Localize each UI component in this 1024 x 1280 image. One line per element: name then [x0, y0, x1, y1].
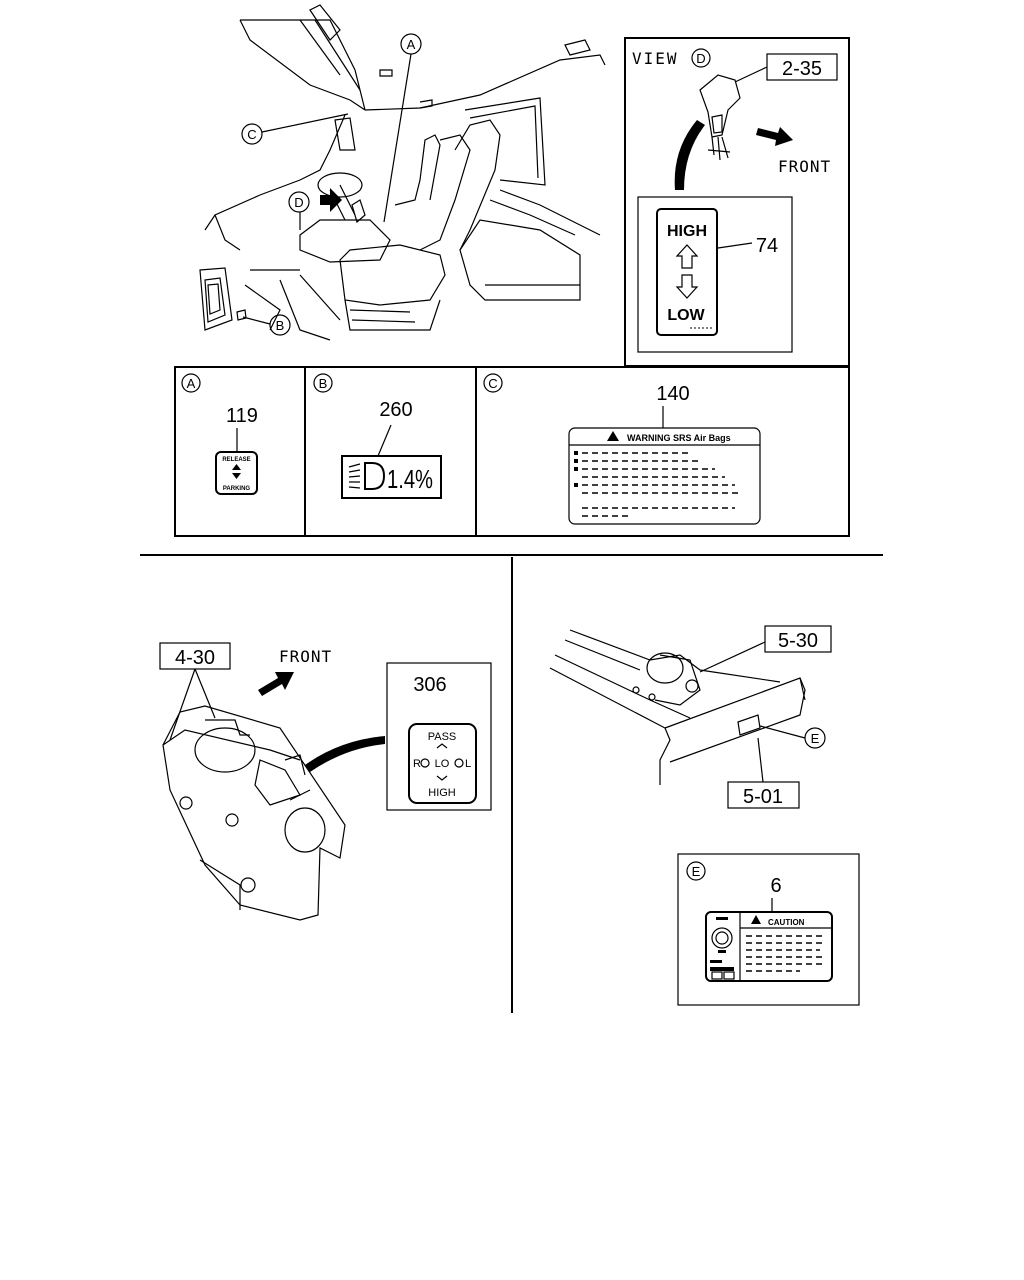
- svg-text:D: D: [696, 51, 705, 66]
- warning-triangle-icon: [751, 915, 761, 924]
- warning-triangle-icon: [607, 431, 619, 441]
- svg-text:4-30: 4-30: [175, 647, 215, 669]
- front-label: FRONT: [778, 157, 831, 176]
- part-number-140: 140: [656, 383, 689, 405]
- ref-5-30: 5-30: [764, 625, 832, 653]
- part-number-74: 74: [756, 235, 778, 257]
- pass-lo-high-label: PASS R LO L HIGH: [408, 723, 477, 804]
- svg-text:5-01: 5-01: [743, 786, 783, 808]
- leader-a: [383, 53, 412, 223]
- detail-a: A 119 RELEASE PARKING: [181, 373, 258, 495]
- svg-text:2-35: 2-35: [782, 58, 822, 80]
- arrow-up-icon: [675, 244, 699, 269]
- bottom-left-section: 4-30 FRONT 306 PASS R: [159, 642, 492, 921]
- bottom-right-section: 5-30 E 5-01: [549, 625, 832, 809]
- svg-text:R: R: [413, 758, 421, 770]
- view-d-panel: VIEW D 2-35 FRONT HIGH LOW: [624, 37, 850, 367]
- ref-5-01: 5-01: [727, 781, 800, 809]
- svg-text:RELEASE: RELEASE: [222, 457, 250, 463]
- detail-e: E 6 CAUTION: [677, 853, 860, 1006]
- arrow-down-icon: [675, 274, 699, 299]
- label-high: HIGH: [667, 223, 707, 240]
- part-number-119: 119: [226, 405, 258, 427]
- detail-c: C 140 WARNING SRS Air Bags: [483, 373, 761, 525]
- svg-text:5-30: 5-30: [778, 630, 818, 652]
- callout-c: C: [241, 123, 263, 145]
- detail-b: B 260 1.4%: [313, 373, 442, 499]
- label-pass: PASS: [428, 731, 457, 743]
- svg-text:L: L: [465, 758, 471, 770]
- part-number-6: 6: [770, 875, 781, 897]
- svg-text:PARKING: PARKING: [223, 486, 251, 492]
- part-number-260: 260: [379, 399, 412, 421]
- front-arrow-icon: [756, 127, 793, 146]
- callout-b: B: [269, 314, 291, 336]
- detail-row: [174, 366, 850, 537]
- leader-c: [261, 113, 349, 133]
- svg-text:A: A: [407, 37, 416, 52]
- column-switch-drawing: [162, 705, 346, 921]
- label-grade: 1.4%: [387, 464, 433, 494]
- label-low: LOW: [667, 307, 705, 324]
- callout-e: E: [804, 727, 826, 749]
- svg-text:B: B: [276, 318, 285, 333]
- callout-a: A: [400, 33, 422, 55]
- svg-text:C: C: [488, 376, 497, 391]
- svg-text:A: A: [187, 376, 196, 391]
- shift-knob-drawing: [699, 74, 741, 161]
- svg-text:D: D: [294, 195, 303, 210]
- front-label-bottom: FRONT: [279, 647, 332, 666]
- svg-text:B: B: [319, 376, 328, 391]
- view-d-marker: D: [691, 48, 711, 68]
- svg-text:E: E: [811, 731, 820, 746]
- view-label: VIEW: [632, 49, 679, 68]
- high-low-label: HIGH LOW: [656, 208, 718, 336]
- ref-4-30: 4-30: [159, 642, 231, 670]
- part-number-306: 306: [413, 674, 446, 696]
- headlamp-icon: [348, 462, 386, 490]
- ref-2-35: 2-35: [766, 53, 838, 81]
- cab-interior-illustration: [199, 4, 606, 341]
- label-high-bottom: HIGH: [428, 787, 456, 799]
- caution-label: CAUTION: [705, 911, 833, 982]
- svg-text:E: E: [692, 864, 701, 879]
- label-warning-title: WARNING SRS Air Bags: [627, 433, 731, 443]
- label-caution: CAUTION: [768, 918, 805, 927]
- leader-b: [242, 316, 271, 325]
- svg-text:C: C: [247, 127, 256, 142]
- frame-drawing: [549, 629, 806, 785]
- callout-d: D: [288, 191, 310, 213]
- label-lo: LO: [435, 758, 450, 770]
- front-arrow-icon: [258, 672, 294, 696]
